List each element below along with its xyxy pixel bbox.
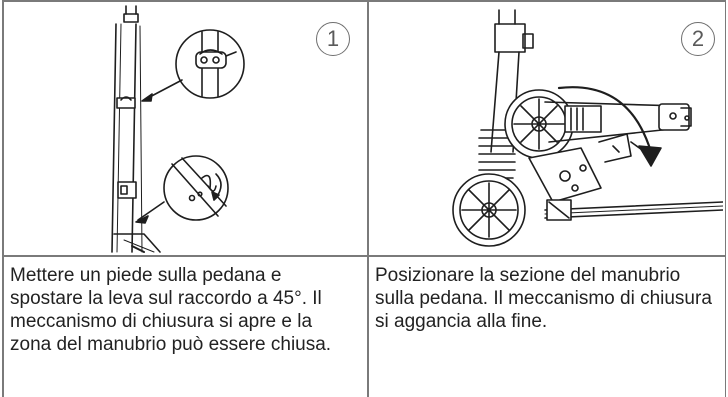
step-1-caption: Mettere un piede sulla pedana e spostare…: [10, 265, 332, 355]
table-divider-horizontal: [2, 255, 726, 257]
step-2-illustration: 2: [369, 2, 723, 254]
scooter-fold-down-illustration-icon: [452, 9, 723, 247]
step-2-number-badge: 2: [681, 22, 715, 56]
table-divider-vertical: [367, 0, 369, 397]
step-1-number: 1: [326, 26, 340, 51]
step-2-caption: Posizionare la sezione del manubrio sull…: [375, 265, 712, 332]
table-border-left: [2, 0, 4, 397]
table-border-top: [2, 0, 726, 2]
step-1-illustration: 1: [4, 2, 366, 254]
scooter-folding-lever-illustration-icon: [111, 5, 245, 253]
table-border-right: [724, 0, 726, 397]
step-1-number-badge: 1: [316, 22, 350, 56]
step-2-number: 2: [691, 26, 705, 51]
